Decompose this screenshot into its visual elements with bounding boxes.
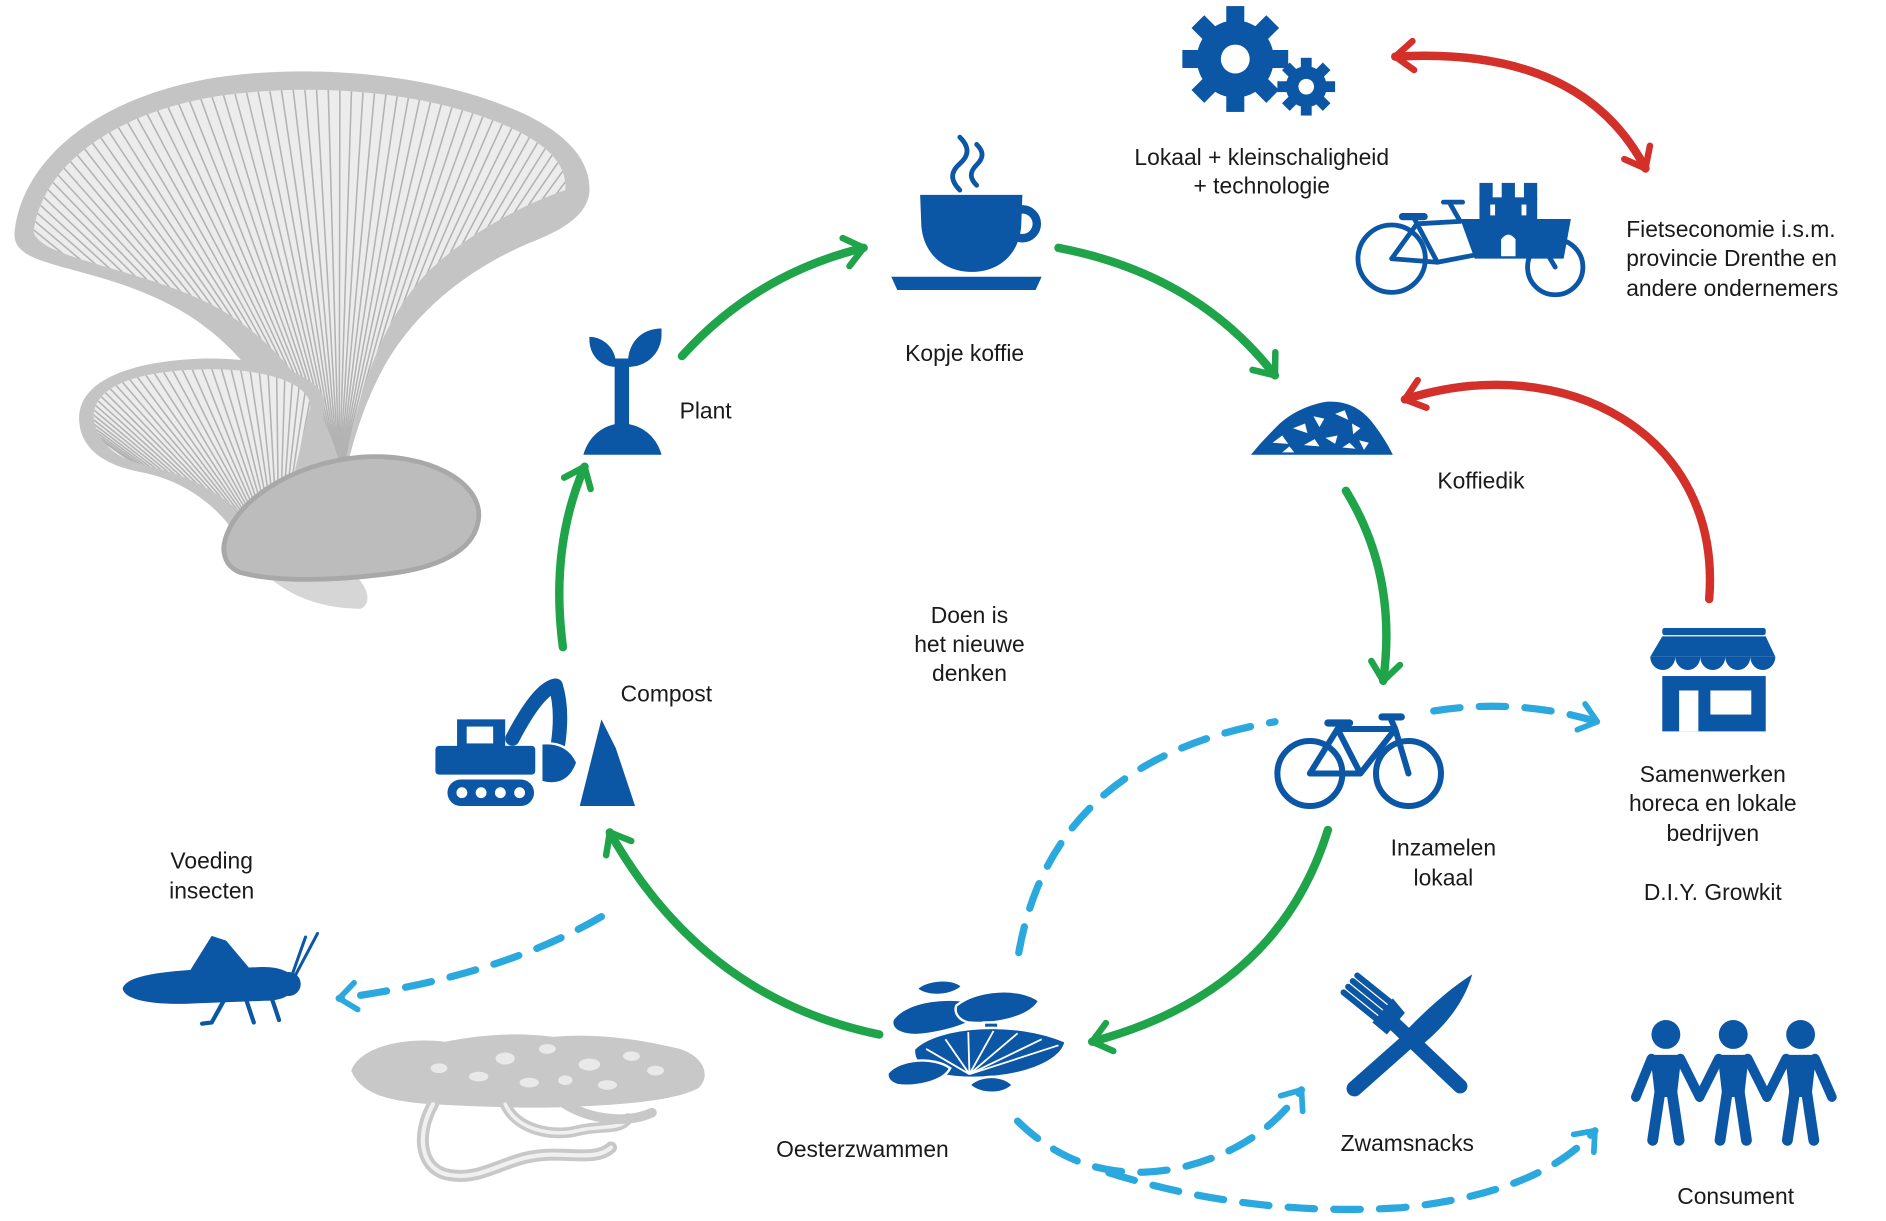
bike-economy-label-line: provincie Drenthe en bbox=[1626, 245, 1837, 271]
oyster-mushroom-illustration bbox=[14, 71, 590, 609]
people-icon bbox=[1631, 1020, 1837, 1146]
gill-line bbox=[338, 89, 380, 476]
gill-line bbox=[313, 89, 340, 476]
link-mushrooms-to-collect bbox=[1015, 718, 1279, 957]
tech-label-line: Lokaal + kleinschaligheid bbox=[1134, 144, 1389, 170]
front-cap bbox=[221, 454, 482, 582]
mycelium-blob bbox=[351, 1034, 705, 1108]
shop-icon bbox=[1650, 627, 1776, 732]
arrow-compost-to-plant bbox=[555, 462, 594, 652]
gill-line bbox=[273, 89, 340, 476]
sprout-icon bbox=[583, 328, 662, 455]
gill-line bbox=[338, 89, 429, 476]
person-figure bbox=[1631, 1020, 1705, 1146]
coffee-cup-icon bbox=[891, 134, 1042, 290]
insects-label: Voeding insecten bbox=[169, 848, 254, 904]
dashed-arrows bbox=[335, 701, 1601, 1214]
excavator-icon bbox=[435, 678, 636, 806]
plant-label: Plant bbox=[680, 398, 733, 424]
gill-line bbox=[338, 89, 441, 476]
grounds-label: Koffiedik bbox=[1437, 467, 1525, 493]
red-arrows bbox=[1391, 37, 1715, 604]
center-text-line: Doen is bbox=[931, 602, 1008, 628]
oyster-mushroom-icon bbox=[886, 979, 1068, 1094]
gill-line bbox=[338, 89, 405, 476]
person-figure bbox=[1694, 1020, 1772, 1146]
center-text: Doen is het nieuwe denken bbox=[914, 602, 1025, 686]
collect-label-line: Inzamelen bbox=[1391, 834, 1496, 860]
consumer-label: Consument bbox=[1677, 1183, 1794, 1209]
gears-icon bbox=[1182, 6, 1336, 116]
insects-label-line: Voeding bbox=[170, 848, 253, 874]
shop-label-line: horeca en lokale bbox=[1629, 790, 1797, 816]
shop-label: Samenwerken horeca en lokale bedrijven D… bbox=[1629, 761, 1797, 905]
gill-line bbox=[260, 89, 340, 476]
shop-label-line: Samenwerken bbox=[1640, 761, 1786, 787]
snacks-label: Zwamsnacks bbox=[1341, 1130, 1474, 1156]
bike-economy-label: Fietseconomie i.s.m. provincie Drenthe e… bbox=[1626, 216, 1838, 301]
arrow-compost-to-insects bbox=[335, 913, 606, 1013]
gill-line bbox=[338, 89, 417, 476]
gill-line bbox=[338, 89, 354, 476]
coffee-label: Kopje koffie bbox=[905, 340, 1024, 366]
mycelium-illustration bbox=[351, 1034, 705, 1182]
compost-label: Compost bbox=[621, 680, 713, 706]
arrow-collect-to-shop bbox=[1430, 701, 1601, 733]
arrow-collect-to-mushrooms bbox=[1087, 825, 1333, 1055]
mycelium-roots bbox=[416, 1098, 657, 1182]
large-cap-gills-area bbox=[33, 89, 566, 476]
collect-label: Inzamelen lokaal bbox=[1391, 834, 1496, 890]
shop-label-line: bedrijven bbox=[1666, 820, 1759, 846]
coffee-grounds-icon bbox=[1250, 401, 1393, 455]
gill-line bbox=[299, 89, 340, 476]
arrow-tech-bike-economy bbox=[1391, 37, 1654, 173]
tech-label: Lokaal + kleinschaligheid + technologie bbox=[1134, 144, 1389, 199]
gill-line bbox=[286, 89, 340, 476]
bike-economy-label-line: andere ondernemers bbox=[1626, 275, 1838, 301]
gill-line bbox=[326, 89, 340, 476]
mushrooms-label: Oesterzwammen bbox=[776, 1136, 949, 1162]
growkit-label: D.I.Y. Growkit bbox=[1644, 879, 1783, 905]
arrow-plant-to-coffee bbox=[677, 234, 868, 361]
arrow-mushrooms-to-consumer bbox=[1105, 1127, 1599, 1214]
bike-economy-label-line: Fietseconomie i.s.m. bbox=[1626, 216, 1835, 242]
collect-label-line: lokaal bbox=[1414, 864, 1474, 890]
arrow-grounds-to-collect bbox=[1341, 486, 1404, 686]
mycelium-spots bbox=[430, 1044, 664, 1090]
bicycle-icon bbox=[1274, 713, 1444, 809]
arrow-shop-to-grounds bbox=[1400, 376, 1715, 604]
tech-label-line: + technologie bbox=[1193, 173, 1330, 199]
fork-knife-icon bbox=[1340, 972, 1473, 1097]
gill-line bbox=[338, 89, 341, 476]
arrow-coffee-to-grounds bbox=[1054, 243, 1280, 380]
grasshopper-icon bbox=[122, 931, 320, 1026]
cargo-bike-castle-icon bbox=[1355, 182, 1586, 298]
arrow-mushrooms-to-snacks bbox=[1013, 1086, 1306, 1176]
gill-line bbox=[338, 89, 392, 476]
center-text-line: denken bbox=[932, 660, 1007, 686]
insects-label-line: insecten bbox=[169, 878, 254, 904]
gill-line bbox=[338, 89, 367, 476]
cycle-arrows bbox=[555, 234, 1404, 1055]
person-figure bbox=[1762, 1020, 1837, 1146]
center-text-line: het nieuwe bbox=[914, 631, 1025, 657]
arrow-mushrooms-to-compost bbox=[602, 828, 884, 1039]
